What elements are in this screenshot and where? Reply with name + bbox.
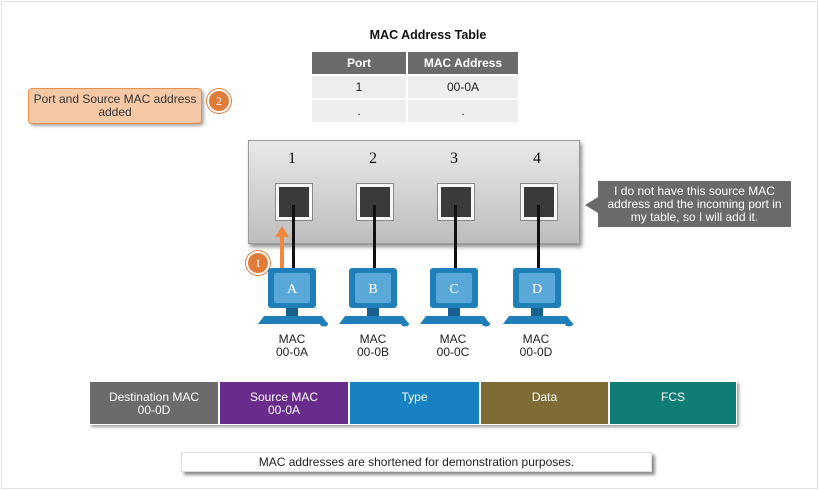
frame-field-value: 00-0A xyxy=(267,403,301,417)
cable-a xyxy=(292,205,295,270)
table-cell-mac: . xyxy=(408,100,518,122)
mac-value: 00-0C xyxy=(436,345,470,359)
port-number-2: 2 xyxy=(369,150,377,167)
mac-table-title: MAC Address Table xyxy=(369,28,487,42)
mac-value: 00-0A xyxy=(275,345,309,359)
computer-b-icon: B xyxy=(339,268,409,327)
table-row: 1 00-0A xyxy=(312,76,518,98)
mac-value: 00-0B xyxy=(356,345,390,359)
step-1-badge: 1 xyxy=(246,251,270,275)
computer-a-icon: A xyxy=(258,268,328,327)
incoming-frame-arrow-icon xyxy=(275,226,289,270)
port-number-4: 4 xyxy=(533,150,541,167)
switch-thought-tooltip: I do not have this source MAC address an… xyxy=(598,181,791,227)
host-b-mac-label: MAC 00-0B xyxy=(343,333,403,359)
computer-c-icon: C xyxy=(420,268,490,327)
host-letter-a: A xyxy=(287,282,298,297)
frame-source-mac: Source MAC 00-0A xyxy=(219,381,349,425)
table-cell-port: 1 xyxy=(312,76,406,98)
frame-field-label: FCS xyxy=(661,390,685,404)
host-d-mac-label: MAC 00-0D xyxy=(506,333,566,359)
host-a-mac-label: MAC 00-0A xyxy=(262,333,322,359)
host-letter-b: B xyxy=(368,282,377,297)
frame-data: Data xyxy=(480,381,609,425)
cable-b xyxy=(373,205,376,270)
cable-d xyxy=(537,205,540,270)
table-cell-mac: 00-0A xyxy=(408,76,518,98)
port-number-3: 3 xyxy=(450,150,458,167)
callout-text: Port and Source MAC address added xyxy=(33,92,197,119)
host-letter-d: D xyxy=(532,282,542,297)
mac-caption: MAC xyxy=(278,332,306,346)
frame-field-label: Destination MAC xyxy=(108,390,200,404)
table-row: . . xyxy=(312,100,518,122)
host-letter-c: C xyxy=(449,282,458,297)
port-number-1: 1 xyxy=(288,150,296,167)
table-header-port: Port xyxy=(312,52,406,74)
computer-d-icon: D xyxy=(503,268,573,327)
frame-type: Type xyxy=(349,381,480,425)
port-added-callout: Port and Source MAC address added xyxy=(28,88,202,124)
frame-field-label: Source MAC xyxy=(249,390,319,404)
tooltip-text: I do not have this source MAC address an… xyxy=(607,183,782,224)
host-c-mac-label: MAC 00-0C xyxy=(423,333,483,359)
mac-value: 00-0D xyxy=(519,345,553,359)
frame-fcs: FCS xyxy=(609,381,737,425)
shortened-mac-note: MAC addresses are shortened for demonstr… xyxy=(181,452,652,472)
mac-caption: MAC xyxy=(439,332,467,346)
mac-address-table: Port MAC Address 1 00-0A . . xyxy=(310,50,520,124)
step-2-badge: 2 xyxy=(207,89,231,113)
tooltip-pointer xyxy=(585,197,598,213)
table-cell-port: . xyxy=(312,100,406,122)
frame-destination-mac: Destination MAC 00-0D xyxy=(89,381,219,425)
frame-field-value: 00-0D xyxy=(137,403,171,417)
table-header-row: Port MAC Address xyxy=(312,52,518,74)
switch-port-1 xyxy=(276,184,312,220)
frame-field-label: Data xyxy=(531,390,558,404)
mac-caption: MAC xyxy=(522,332,550,346)
frame-field-label: Type xyxy=(401,390,428,404)
mac-caption: MAC xyxy=(359,332,387,346)
table-header-mac: MAC Address xyxy=(408,52,518,74)
cable-c xyxy=(454,205,457,270)
